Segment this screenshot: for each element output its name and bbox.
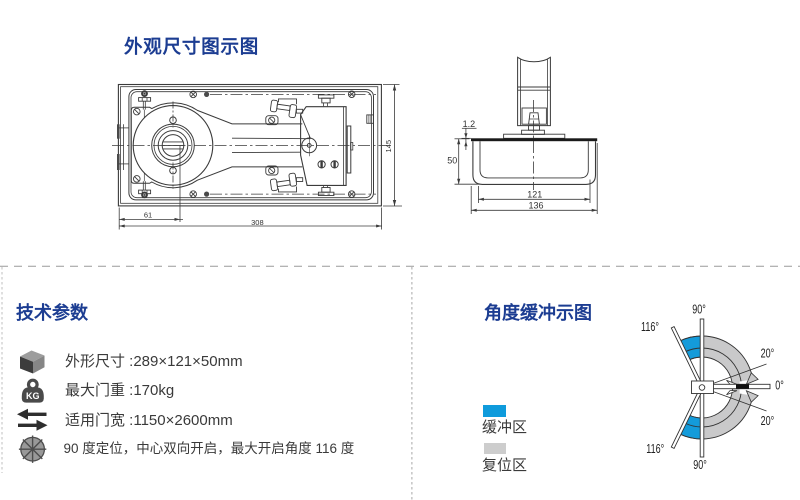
svg-text:90°: 90° <box>693 459 707 473</box>
svg-text:136: 136 <box>528 200 543 210</box>
svg-text:KG: KG <box>26 391 40 401</box>
svg-text:20°: 20° <box>761 347 775 361</box>
svg-text:1.2: 1.2 <box>463 119 476 129</box>
svg-text:0°: 0° <box>775 379 784 393</box>
svg-text:116°: 116° <box>646 442 664 456</box>
svg-text:20°: 20° <box>761 415 775 429</box>
svg-text:145: 145 <box>384 140 393 153</box>
svg-text:308: 308 <box>251 218 264 227</box>
svg-text:121: 121 <box>527 190 542 200</box>
svg-text:61: 61 <box>144 211 152 220</box>
svg-text:90°: 90° <box>692 303 706 317</box>
svg-text:50: 50 <box>447 155 457 165</box>
svg-text:116°: 116° <box>641 320 659 334</box>
